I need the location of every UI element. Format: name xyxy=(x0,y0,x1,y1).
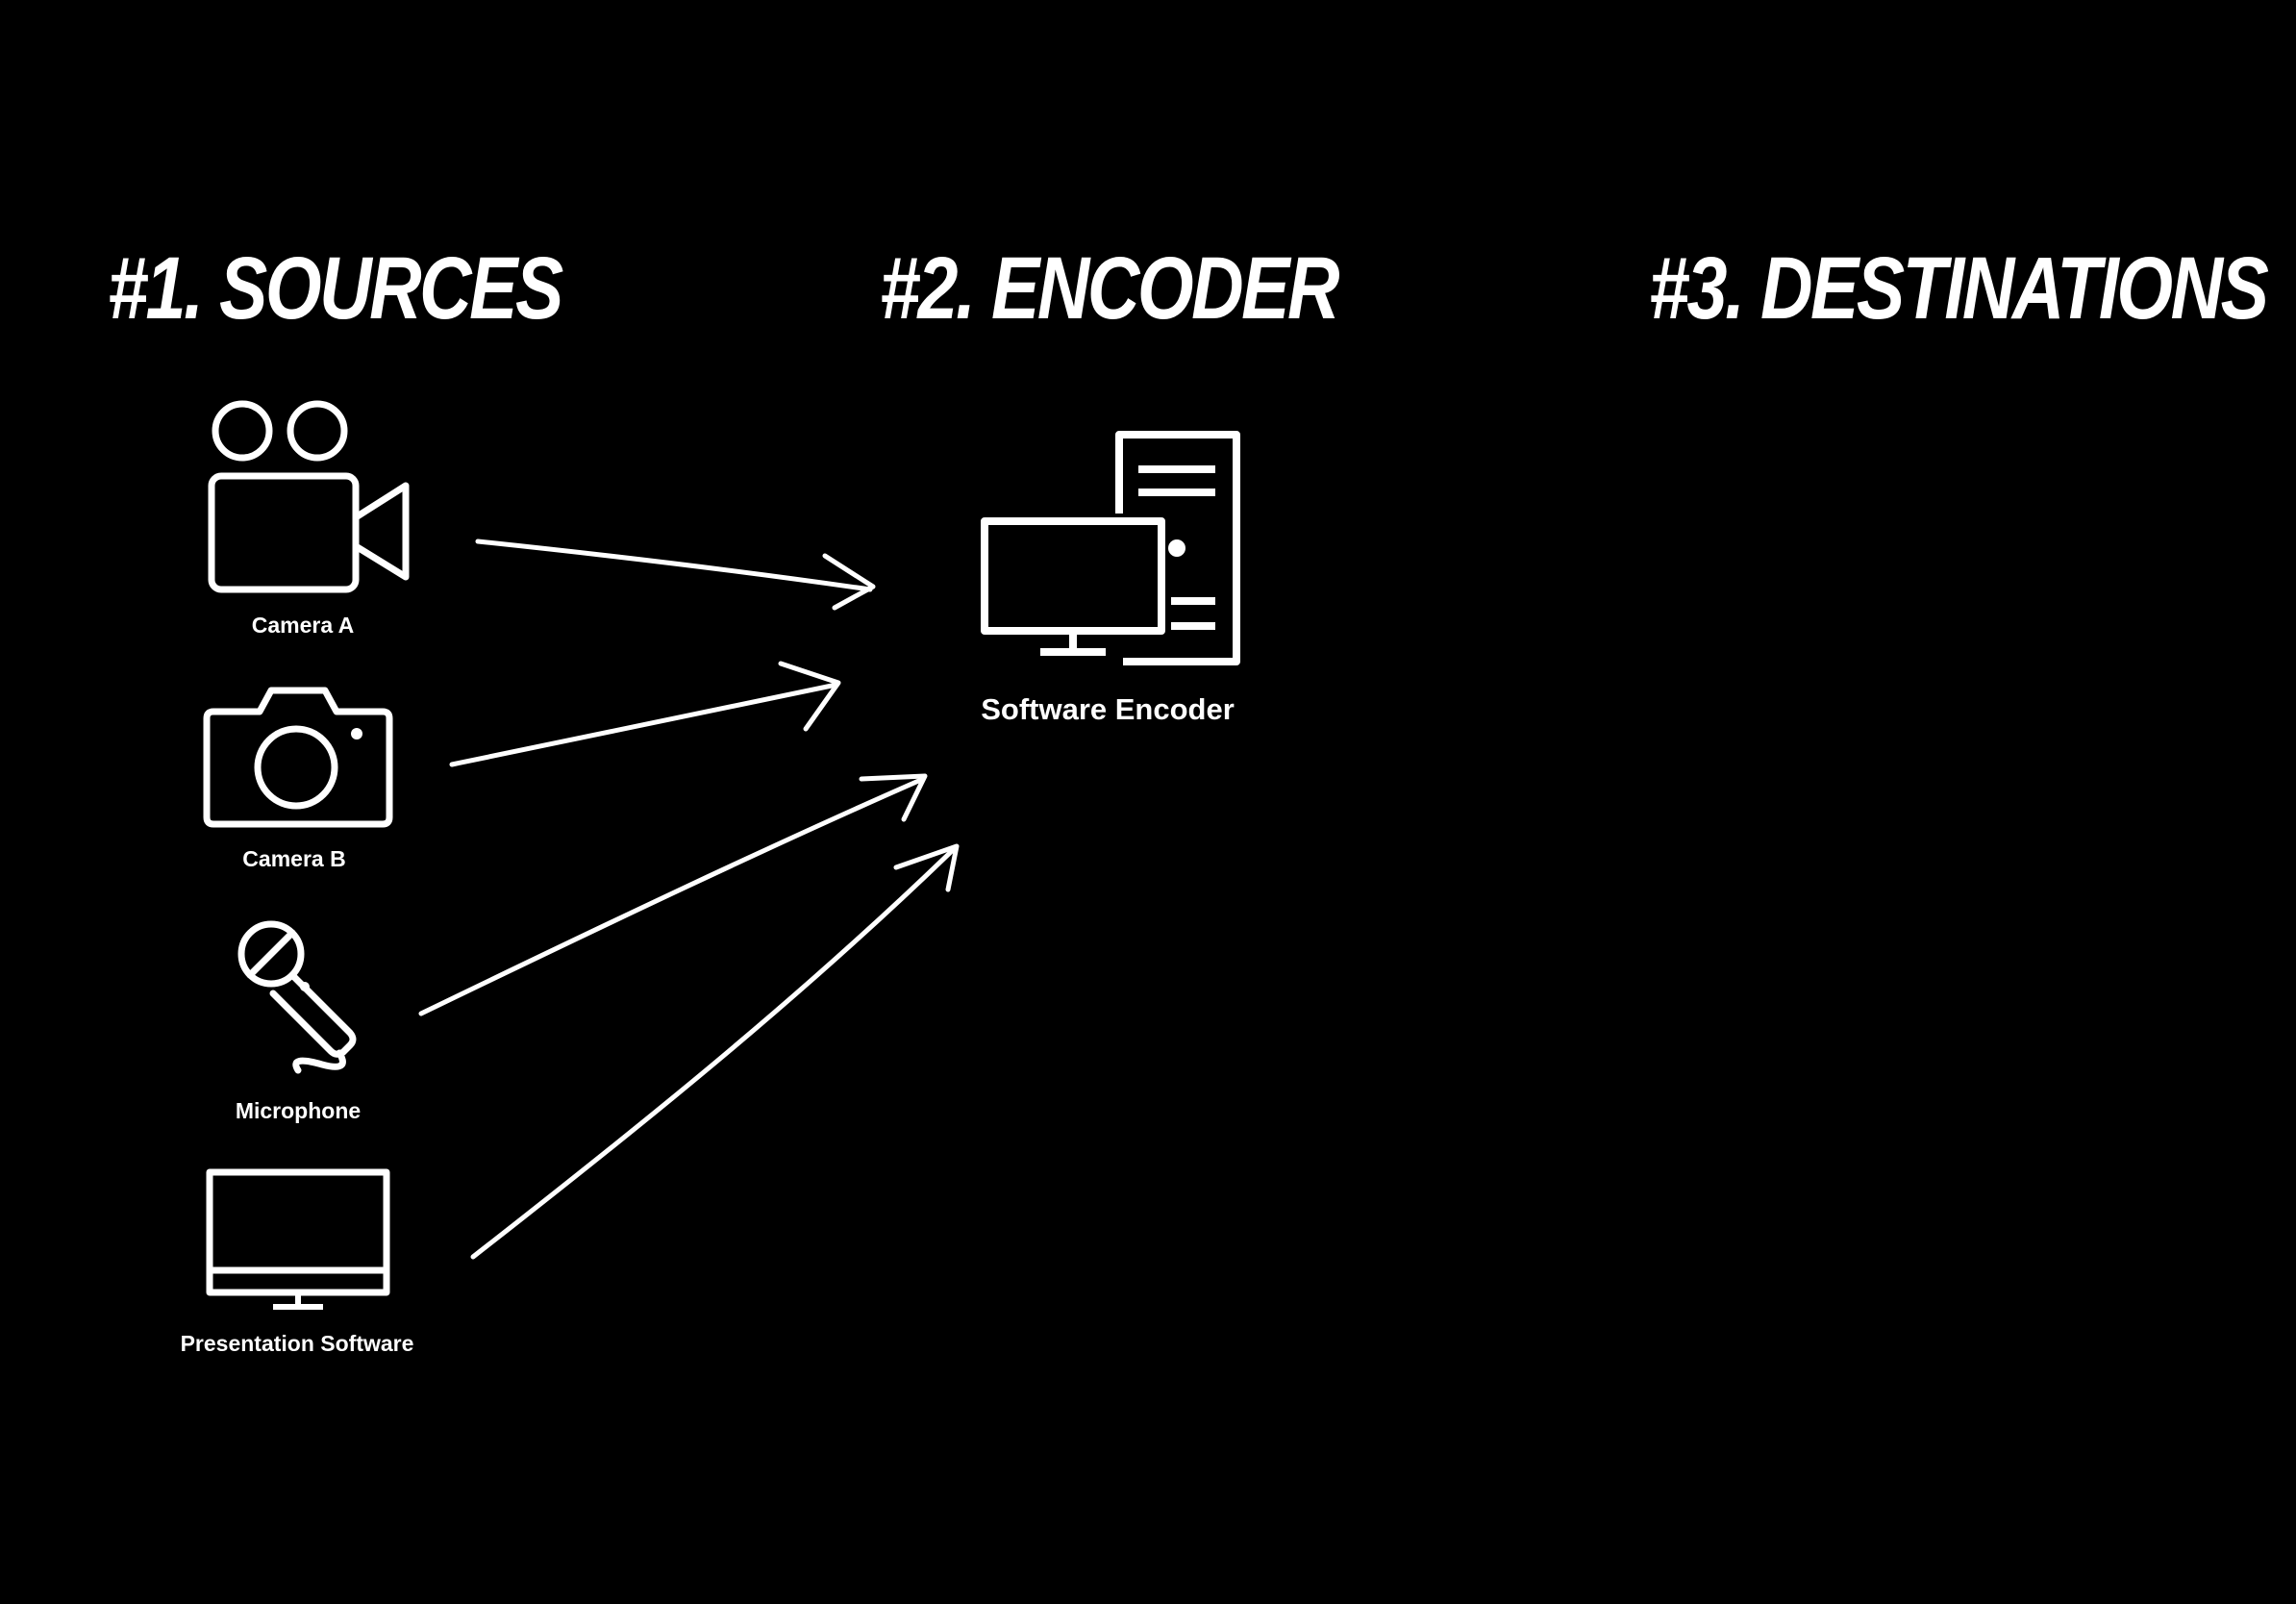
monitor-icon xyxy=(206,1168,390,1310)
source-label-presentation-software: Presentation Software xyxy=(180,1331,414,1356)
encoder-label: Software Encoder xyxy=(981,692,1235,726)
sources-heading: #1. SOURCES xyxy=(108,239,563,338)
destinations-heading: #3. DESTINATIONS xyxy=(1649,239,2269,338)
arrow-camera-a-to-encoder xyxy=(475,539,876,611)
video-camera-icon xyxy=(208,400,410,593)
encoder-heading: #2. ENCODER xyxy=(880,239,1339,338)
arrow-presentation-to-encoder xyxy=(470,843,960,1260)
source-label-microphone: Microphone xyxy=(235,1098,362,1123)
source-label-camera-a: Camera A xyxy=(251,613,355,638)
source-label-camera-b: Camera B xyxy=(242,846,346,871)
desktop-computer-icon xyxy=(981,431,1240,665)
arrow-microphone-to-encoder xyxy=(418,773,928,1016)
microphone-icon xyxy=(237,920,357,1074)
photo-camera-icon xyxy=(203,687,393,828)
arrow-camera-b-to-encoder xyxy=(449,661,841,767)
